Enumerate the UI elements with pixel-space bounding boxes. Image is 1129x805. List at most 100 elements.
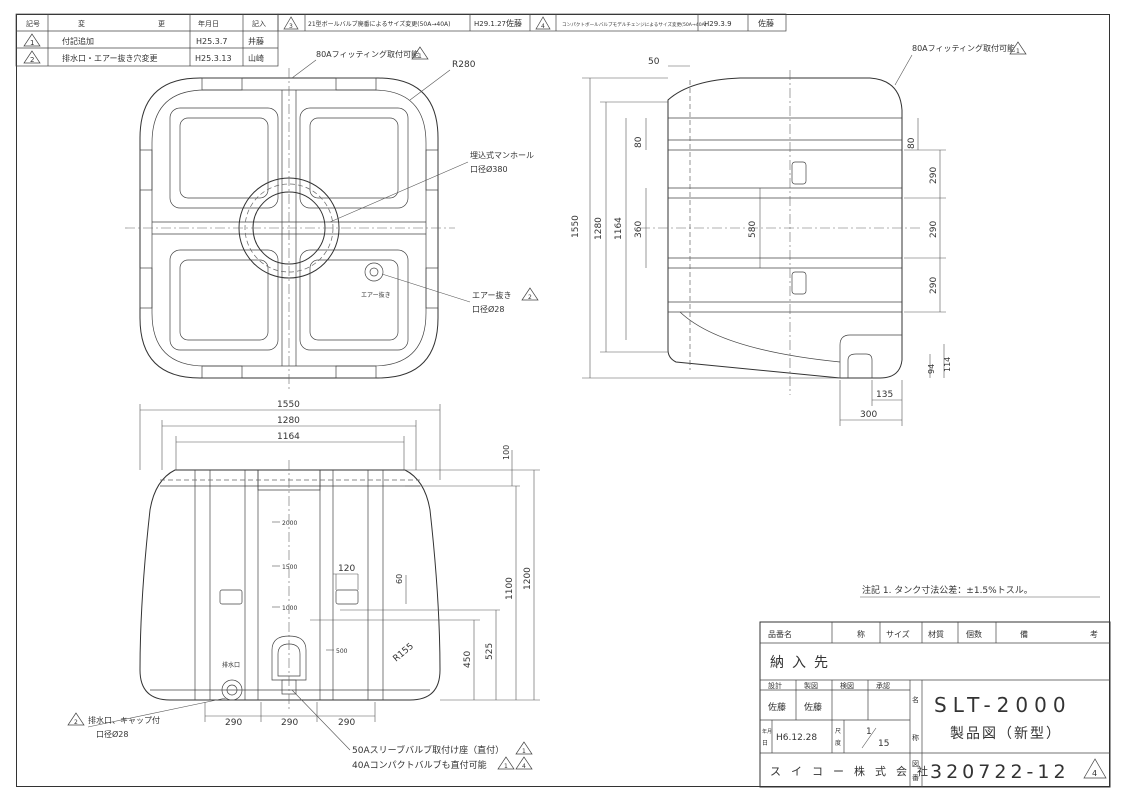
side-fitting-note: 80Aフィッティング取付可能 [912, 43, 1015, 53]
tolerance-note: 注記 1. タンク寸法公差：±1.5%トスル。 [862, 584, 1033, 596]
tb-scale-num: 1 [866, 727, 872, 737]
rev-row2-desc: 排水口・エアー抜き穴変更 [62, 53, 158, 63]
tb-draw: 製図 [804, 681, 818, 690]
side-dim-114: 114 [943, 357, 952, 372]
rev-row2-mark: 2 [30, 56, 34, 64]
rev-header-mark: 記号 [26, 19, 40, 28]
rev-row2-date: H25.3.13 [195, 54, 232, 63]
drain-dia: 口径Ø28 [96, 729, 128, 739]
tb-col-type: 称 [857, 629, 865, 639]
rev-row4-mark: 4 [541, 23, 545, 30]
tb-date: H6.12.28 [776, 733, 817, 743]
gauge-2000: 2000 [282, 520, 297, 527]
air-vent-mark: 2 [528, 294, 532, 301]
triangle-mark-icon [535, 16, 551, 30]
drawing-sheet [16, 14, 1110, 787]
tb-design: 設計 [768, 681, 782, 690]
tb-col-qty: 個数 [966, 629, 982, 639]
rev-row3-date: H29.1.27 [474, 20, 506, 28]
tb-scale-label2: 度 [835, 739, 841, 747]
front-dim-1550: 1550 [277, 400, 300, 410]
rev-row4-desc: コンパクトボールバルブモデルチェンジによるサイズ変更(50A→40A) [562, 21, 707, 28]
triangle-mark-icon [23, 50, 41, 64]
triangle-mark-icon [497, 756, 515, 770]
side-dim-94: 94 [927, 364, 936, 374]
rev-row1-by: 井藤 [248, 36, 264, 46]
front-dim-450: 450 [463, 651, 473, 668]
valve-note-1: 50Aスリーブバルブ取付け座（直付） [352, 744, 504, 756]
drain-mark: 2 [74, 719, 78, 726]
air-vent-dia: 口径Ø28 [472, 304, 504, 314]
tb-delivery: 納入先 [770, 655, 836, 671]
tb-product-sub: 製品図（新型） [950, 726, 1062, 742]
rev-row3-desc: 21型ボールバルブ廃番によるサイズ変更(50A→40A) [308, 20, 450, 28]
triangle-mark-icon [1083, 758, 1107, 779]
front-dim-290b: 290 [281, 718, 298, 728]
side-dim-50: 50 [648, 57, 660, 67]
side-dim-135: 135 [876, 390, 893, 400]
triangle-mark-icon [515, 741, 533, 755]
front-dim-1280: 1280 [277, 416, 300, 426]
side-dim-300: 300 [860, 410, 877, 420]
tb-name-label: 名 [912, 695, 919, 704]
rev-header-date: 年月日 [198, 19, 219, 28]
tb-company: スイコー株式会社 [770, 764, 938, 778]
front-drain-small-label: 排水口 [222, 661, 240, 669]
tb-drafter: 佐藤 [804, 701, 822, 713]
tb-col-remarks: 備 [1020, 629, 1028, 639]
triangle-mark-icon [1009, 41, 1027, 55]
front-dim-100: 100 [502, 445, 511, 460]
side-dim-1280: 1280 [594, 217, 604, 240]
top-air-vent-small-label: エアー抜き [361, 291, 391, 299]
top-radius-label: R280 [452, 60, 476, 70]
tb-drawing-mark: 4 [1092, 769, 1097, 778]
rev-row1-desc: 付記追加 [62, 36, 94, 46]
rev-row3-by: 佐藤 [506, 18, 522, 28]
rev-row1-date: H25.3.7 [196, 37, 227, 46]
revision-table: 記号 変 更 年月日 記入 1 付記追加 H25.3.7 井藤 2 排水口・エア… [15, 13, 787, 67]
manhole-label: 埋込式マンホール [470, 150, 534, 160]
gauge-500: 500 [336, 648, 348, 655]
tb-drawing-no: 320722-12 [930, 761, 1070, 783]
air-vent-label: エアー抜き [472, 290, 512, 300]
tb-check: 検図 [840, 681, 854, 690]
tb-name-label2: 称 [912, 733, 919, 742]
side-dim-360: 360 [634, 221, 644, 238]
tb-scale-den: 15 [878, 739, 889, 749]
triangle-mark-icon [283, 16, 299, 30]
tb-date-label1: 年月 [762, 728, 772, 735]
side-dim-80b: 80 [907, 137, 917, 149]
triangle-mark-icon [515, 756, 533, 770]
tb-drawing-label2: 番 [912, 774, 919, 782]
side-fitting-mark: 1 [1016, 48, 1020, 55]
front-view: 排水口 2000 1500 1000 500 1550 1280 1164 [67, 400, 540, 771]
valve-mark-2a: 1 [504, 763, 508, 770]
top-fitting-note: 80Aフィッティング取付可能 [316, 49, 419, 59]
front-dim-60: 60 [395, 574, 404, 584]
side-dim-290b: 290 [929, 221, 939, 238]
side-view: 80Aフィッティング取付可能 1 1550 1280 1164 80 360 5… [571, 41, 1027, 426]
front-dim-1100: 1100 [505, 577, 515, 600]
gauge-1000: 1000 [282, 605, 297, 612]
side-dim-290c: 290 [929, 277, 939, 294]
front-dim-290c: 290 [338, 718, 355, 728]
rev-row1-mark: 1 [30, 39, 34, 47]
triangle-mark-icon [23, 33, 41, 47]
front-dim-1164: 1164 [277, 432, 300, 442]
tb-date-label2: 日 [762, 740, 768, 747]
rev-row2-by: 山崎 [248, 53, 264, 63]
triangle-mark-icon [67, 712, 85, 726]
side-dim-1550: 1550 [571, 215, 581, 238]
tb-drawing-label1: 図 [912, 760, 919, 768]
triangle-mark-icon [411, 46, 429, 60]
front-dim-120: 120 [338, 564, 355, 574]
drain-label: 排水口、キャップ付 [88, 715, 160, 725]
tb-col-remarks2: 考 [1090, 630, 1098, 639]
valve-note-2: 40Aコンパクトバルブも直付可能 [352, 759, 487, 771]
rev-header-change1: 変 [78, 19, 85, 28]
tb-col-size: サイズ [886, 629, 910, 639]
rev-row3-mark: 3 [289, 23, 293, 30]
valve-mark-1: 1 [522, 748, 526, 755]
side-dim-290a: 290 [929, 167, 939, 184]
tb-col-material: 材質 [928, 629, 944, 639]
